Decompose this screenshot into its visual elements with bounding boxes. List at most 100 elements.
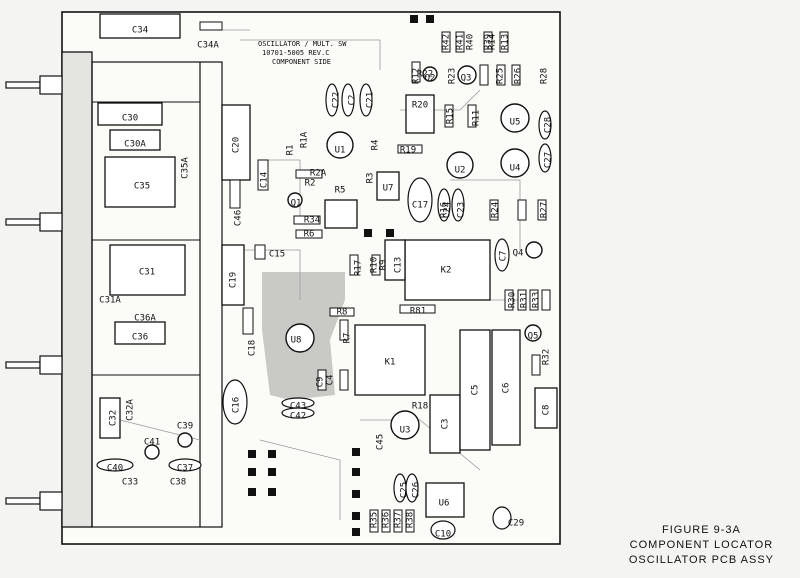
component-label-c36: C36 [132,333,148,343]
silk-title-line2: 10701-5005 REV.C [262,49,329,57]
component-label-c31: C31 [139,268,155,278]
component-label-r11: R11 [472,110,482,126]
component-label-r28: R28 [540,68,550,84]
component-label-c32a: C32A [126,399,136,421]
component-label-c26: C26 [412,482,422,498]
component-label-c2: C2 [348,95,358,106]
component-label-c3: C3 [441,419,451,430]
component-label-r5: R5 [335,186,346,196]
component-label-r17: R17 [354,260,364,276]
component-label-c22: C22 [332,92,342,108]
component-label-r1a: R1A [300,131,310,148]
component-label-u3: U3 [400,426,411,436]
component-label-k2: K2 [441,266,452,276]
component-label-r14: R14 [488,34,498,50]
component-label-r25: R25 [496,68,506,84]
component-label-c21: C21 [366,92,376,108]
component-label-u8: U8 [291,336,302,346]
component-label-r26: R26 [514,68,524,84]
component-label-c4: C4 [326,375,336,386]
silk-title-line3: COMPONENT SIDE [272,58,331,66]
component-label-r10: R10 [370,257,380,273]
component-label-r40: R40 [466,34,476,50]
component-label-c17: C17 [412,201,428,211]
rotary-switch-shafts [5,75,63,511]
left-panel-frame [61,51,93,528]
component-label-r37: R37 [394,512,404,528]
component-label-r32: R32 [542,349,552,365]
component-label-c35a: C35A [181,157,191,179]
component-label-c29: C29 [508,519,524,529]
component-label-c43: C43 [290,402,306,412]
component-label-c42: C42 [290,412,306,422]
component-label-c40: C40 [107,464,123,474]
caption-subtitle: OSCILLATOR PCB ASSY [628,554,774,566]
small-resistors [199,21,551,533]
component-label-q2: Q2 [425,74,436,84]
component-label-r31: R31 [520,292,530,308]
component-label-u4: U4 [510,164,521,174]
component-label-r8: R8 [337,308,348,318]
component-label-c19: C19 [229,272,239,288]
component-label-c7: C7 [499,251,509,262]
component-label-c46: C46 [234,210,244,226]
component-label-u2: U2 [455,166,466,176]
component-label-r15: R15 [446,108,456,124]
component-label-u7: U7 [383,184,394,194]
component-label-r4: R4 [371,140,381,151]
component-label-r38: R38 [406,512,416,528]
component-label-r9: R9 [379,260,389,271]
component-label-r1: R1 [286,145,296,156]
component-label-c9: C9 [316,377,326,388]
component-label-r3: R3 [366,173,376,184]
component-label-r39: R39 [484,34,494,50]
component-label-c24: C24 [443,202,453,218]
large-components [97,13,558,518]
component-label-c45: C45 [376,434,386,450]
component-label-q5: Q5 [528,332,539,342]
component-label-c31a: C31A [99,296,121,306]
component-label-c30a: C30A [124,140,146,150]
component-label-u6: U6 [439,499,450,509]
component-label-c27: C27 [544,152,554,168]
component-label-r24: R24 [491,202,501,218]
component-label-c14: C14 [260,172,270,188]
component-label-c39: C39 [177,422,193,432]
component-label-q4: Q4 [513,249,524,259]
component-label-c30: C30 [122,114,138,124]
component-label-r23: R23 [448,68,458,84]
component-label-c13: C13 [394,257,404,273]
component-label-r2: R2 [305,179,316,189]
figure-caption: FIGURE 9-3A COMPONENT LOCATOR OSCILLATOR… [629,523,774,568]
component-label-r35: R35 [370,512,380,528]
component-label-r27: R27 [540,202,550,218]
component-label-r20: R20 [412,101,428,111]
component-label-q3: Q3 [461,74,472,84]
component-label-c5: C5 [471,385,481,396]
component-label-c25: C25 [400,482,410,498]
component-label-r81: R81 [410,307,426,317]
component-label-c37: C37 [177,464,193,474]
square-pads [248,15,434,536]
component-label-c16: C16 [232,397,242,413]
component-label-c18: C18 [248,340,258,356]
component-label-c33: C33 [122,478,138,488]
component-label-c36a: C36A [134,314,156,324]
component-label-c34: C34 [132,26,148,36]
component-label-c32: C32 [109,410,119,426]
component-label-c20: C20 [232,137,242,153]
component-label-c38: C38 [170,478,186,488]
component-label-c8: C8 [542,405,552,416]
component-label-c23: C23 [457,202,467,218]
component-label-r18: R18 [412,402,428,412]
component-label-c15: C15 [269,250,285,260]
component-label-c28: C28 [544,117,554,133]
component-label-r16: R16 [440,202,450,218]
component-label-r41: R41 [456,34,466,50]
component-label-c35: C35 [134,182,150,192]
silk-title-line1: OSCILLATOR / MULT. SW [258,40,347,48]
component-label-r13: R13 [501,34,511,50]
component-label-q1: Q1 [291,199,302,209]
component-label-k1: K1 [385,358,396,368]
